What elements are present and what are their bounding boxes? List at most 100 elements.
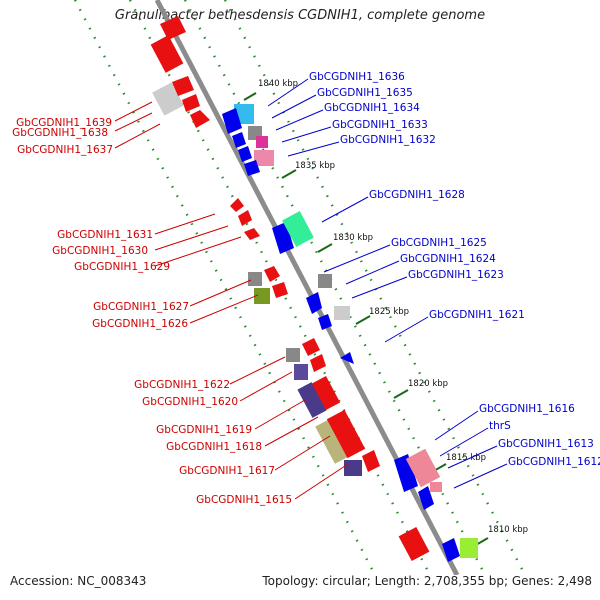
gene-label-right[interactable]: GbCGDNIH1_1624 [400,253,496,265]
gene-label-left[interactable]: GbCGDNIH1_1639 [16,117,112,129]
gene-feature[interactable] [297,382,327,418]
gene-feature[interactable] [362,450,380,472]
gene-feature[interactable] [302,338,320,356]
gene-feature[interactable] [294,364,308,380]
gene-feature[interactable] [230,198,244,212]
gene-label-left[interactable]: GbCGDNIH1_1618 [166,441,262,453]
left-label-connector [239,371,293,402]
gene-label-right[interactable]: GbCGDNIH1_1616 [479,403,575,415]
gene-feature[interactable] [254,150,274,166]
gene-feature[interactable] [286,348,300,362]
right-label-connector [287,141,340,157]
gene-feature[interactable] [318,314,332,330]
gene-feature[interactable] [272,222,294,254]
gene-label-right[interactable]: GbCGDNIH1_1635 [317,87,413,99]
gene-label-right[interactable]: GbCGDNIH1_1628 [369,189,465,201]
gene-feature[interactable] [172,76,194,96]
gene-label-left[interactable]: GbCGDNIH1_1627 [93,301,189,313]
gene-label-left[interactable]: GbCGDNIH1_1637 [17,144,113,156]
gene-label-left[interactable]: GbCGDNIH1_1617 [179,465,275,477]
gene-feature[interactable] [318,274,332,288]
gene-feature[interactable] [150,35,184,73]
right-label-connector [453,463,508,489]
map-title: Granulibacter bethesdensis CGDNIH1, comp… [114,8,486,23]
right-label-connector [345,260,400,285]
gene-label-right[interactable]: GbCGDNIH1_1636 [309,71,405,83]
gene-label-right[interactable]: thrS [489,420,511,432]
gene-feature[interactable] [442,538,460,562]
gene-feature[interactable] [282,211,314,247]
left-label-connector [154,213,216,235]
gene-feature[interactable] [182,94,200,112]
gene-feature[interactable] [398,526,430,562]
left-label-connector [114,123,161,149]
gene-feature[interactable] [232,132,246,148]
gene-feature[interactable] [394,454,418,492]
gene-feature[interactable] [310,354,326,372]
gene-label-left[interactable]: GbCGDNIH1_1631 [57,229,153,241]
gene-feature[interactable] [256,136,268,148]
right-label-connector [281,126,332,143]
left-label-connector [189,279,252,307]
gene-feature[interactable] [254,288,270,304]
gene-label-right[interactable]: GbCGDNIH1_1634 [324,102,420,114]
kbp-label: 1815 kbp [446,453,486,463]
gene-feature[interactable] [190,110,210,128]
gene-feature[interactable] [311,376,341,410]
right-label-connector [434,410,479,441]
gene-feature[interactable] [244,228,260,240]
gene-feature[interactable] [460,538,478,558]
gene-feature[interactable] [272,282,288,298]
right-label-connector [275,109,324,131]
gene-label-left[interactable]: GbCGDNIH1_1615 [196,494,292,506]
gene-label-right[interactable]: GbCGDNIH1_1621 [429,309,525,321]
gene-label-right[interactable]: GbCGDNIH1_1633 [332,119,428,131]
gene-label-left[interactable]: GbCGDNIH1_1619 [156,424,252,436]
gene-feature[interactable] [244,160,260,176]
gene-feature[interactable] [306,292,322,314]
gene-label-right[interactable]: GbCGDNIH1_1623 [408,269,504,281]
kbp-tick [281,169,297,179]
left-label-connector [294,463,349,500]
gene-label-right[interactable]: GbCGDNIH1_1612 [508,456,600,468]
gene-label-left[interactable]: GbCGDNIH1_1620 [142,396,238,408]
gene-feature[interactable] [238,146,252,162]
left-label-connector [264,416,319,447]
kbp-tick [243,92,257,101]
kbp-label: 1825 kbp [369,307,409,317]
gene-feature[interactable] [344,460,362,476]
gene-feature[interactable] [160,16,186,40]
gene-feature[interactable] [334,306,350,320]
right-label-connector [323,244,391,273]
gene-feature[interactable] [222,108,242,134]
kbp-label: 1820 kbp [408,379,448,389]
gene-feature[interactable] [418,486,434,510]
gene-feature[interactable] [326,409,366,459]
gene-feature[interactable] [430,482,442,492]
accession-text: Accession: NC_008343 [10,574,147,588]
gene-feature[interactable] [405,448,441,488]
gene-label-left[interactable]: GbCGDNIH1_1638 [12,127,108,139]
gene-feature[interactable] [315,418,351,464]
left-label-connector [114,112,153,132]
left-label-connector [189,294,259,324]
gene-feature[interactable] [264,266,280,282]
gene-feature[interactable] [248,272,262,286]
kbp-label: 1835 kbp [295,161,335,171]
gene-label-left[interactable]: GbCGDNIH1_1629 [74,261,170,273]
gene-label-left[interactable]: GbCGDNIH1_1630 [52,245,148,257]
left-label-connector [254,399,306,430]
gene-label-left[interactable]: GbCGDNIH1_1626 [92,318,188,330]
right-label-connector [271,94,317,119]
right-label-connector [267,78,309,107]
gene-label-right[interactable]: GbCGDNIH1_1632 [340,134,436,146]
gene-label-left[interactable]: GbCGDNIH1_1622 [134,379,230,391]
gene-feature[interactable] [340,352,354,364]
kbp-tick [393,389,409,399]
gene-label-right[interactable]: GbCGDNIH1_1613 [498,438,594,450]
gene-feature[interactable] [238,210,252,226]
gene-label-right[interactable]: GbCGDNIH1_1625 [391,237,487,249]
kbp-label: 1830 kbp [333,233,373,243]
